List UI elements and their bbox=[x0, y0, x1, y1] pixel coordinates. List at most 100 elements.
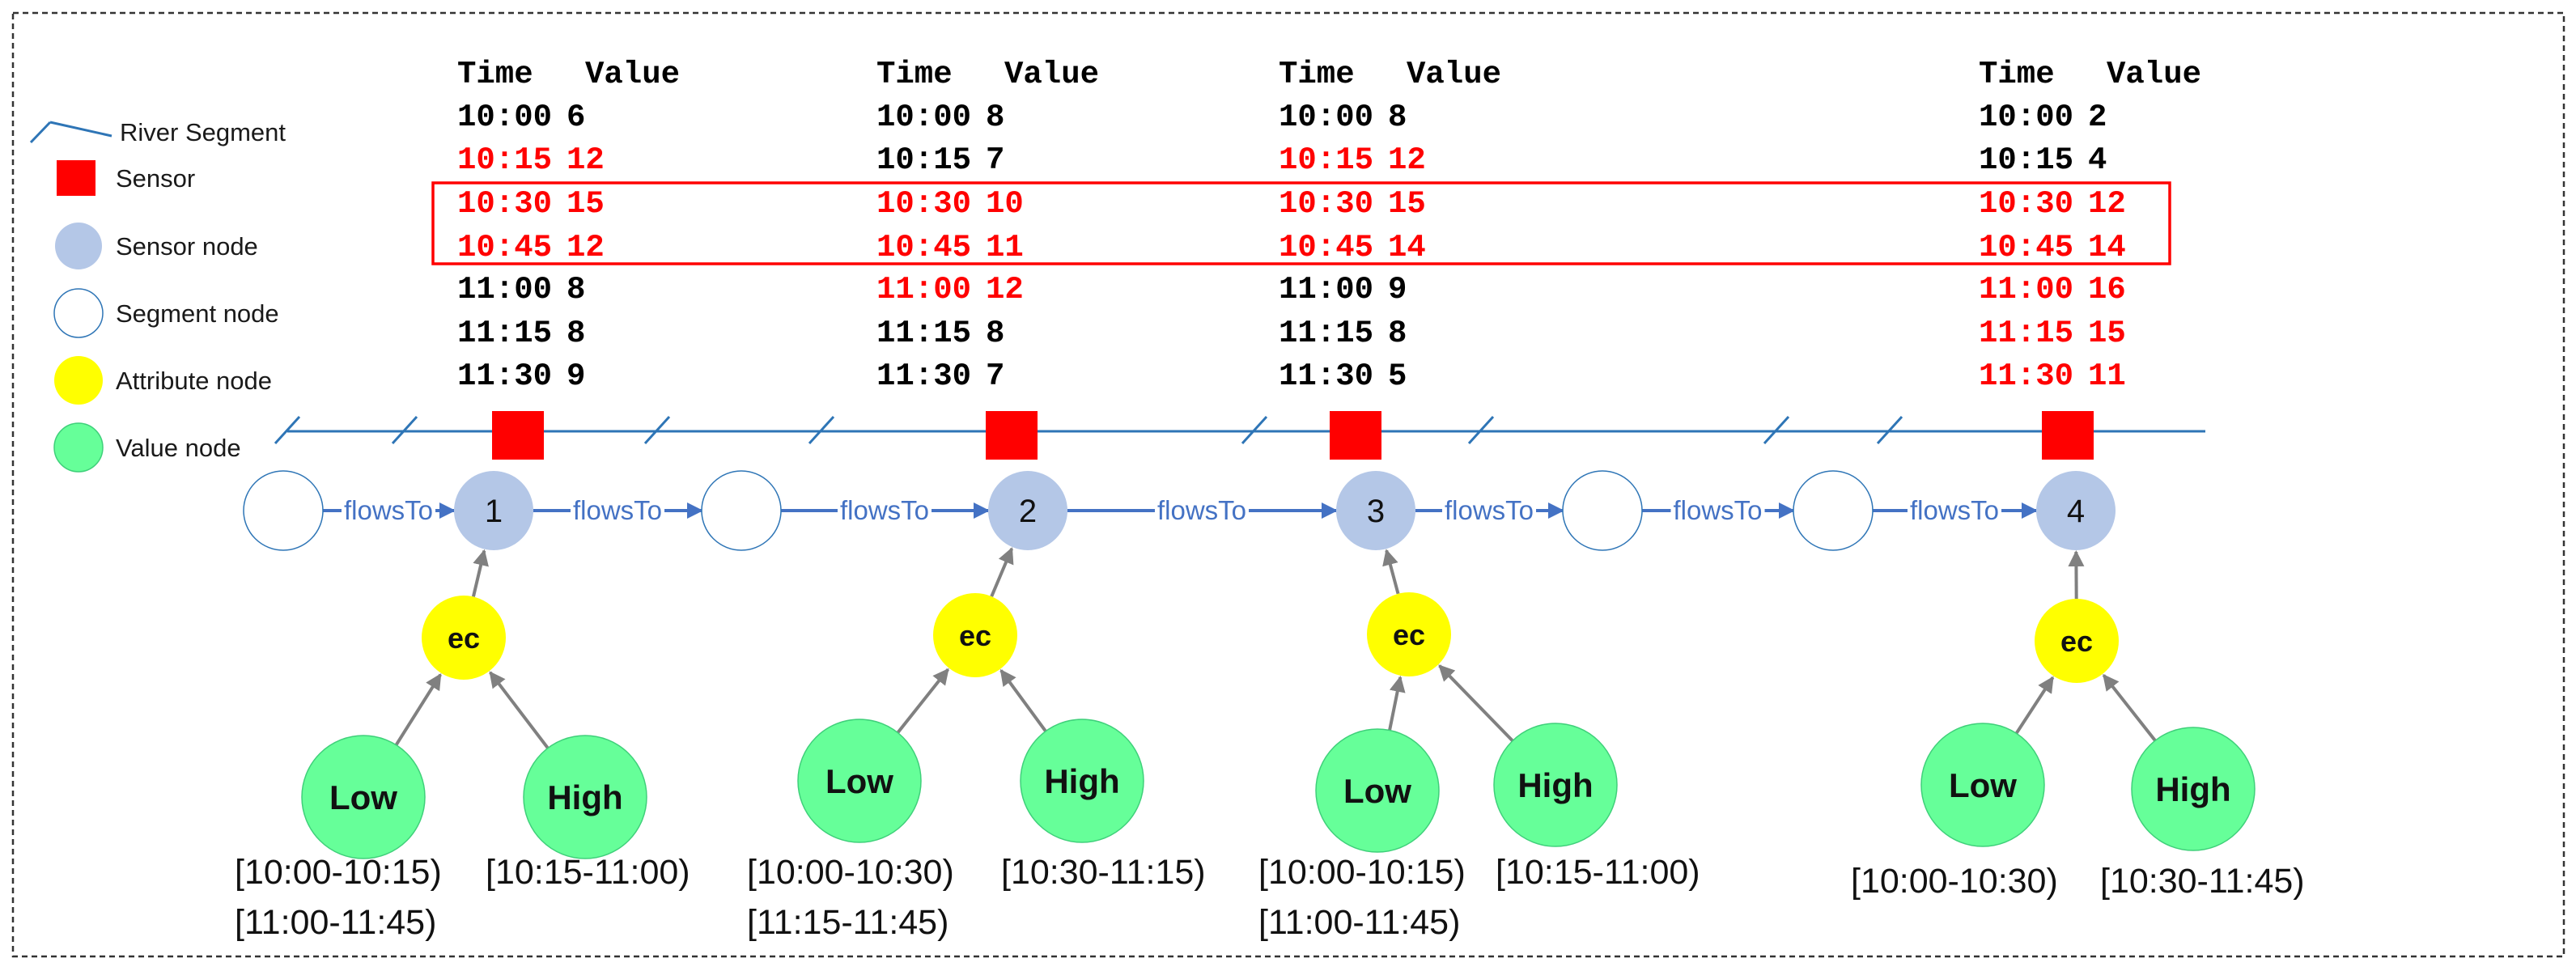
legend-label: Value node bbox=[116, 434, 241, 462]
table-cell-time: 11:00 bbox=[876, 272, 971, 307]
sensor-icon bbox=[57, 160, 95, 196]
low-range-label: [10:00-10:15) bbox=[235, 853, 442, 892]
attribute-node-icon bbox=[54, 356, 103, 405]
table-cell-value: 7 bbox=[986, 358, 1004, 394]
table-cell-time: 10:45 bbox=[876, 230, 971, 265]
table-cell-time: 10:45 bbox=[457, 230, 552, 265]
attribute-node-label: ec bbox=[959, 619, 991, 652]
table-cell-time: 10:15 bbox=[1979, 142, 2073, 178]
attribute-edge bbox=[999, 668, 1047, 732]
value-node-high bbox=[1020, 719, 1144, 843]
table-cell-value: 15 bbox=[2088, 316, 2126, 351]
value-node-high-label: High bbox=[1517, 766, 1593, 804]
sensor-marker bbox=[492, 411, 544, 460]
attribute-edge bbox=[1382, 549, 1400, 595]
high-range-label: [10:15-11:00) bbox=[1496, 853, 1700, 892]
table-cell-value: 12 bbox=[986, 272, 1024, 307]
table-header-value: Value bbox=[585, 57, 680, 92]
table-cell-value: 4 bbox=[2088, 142, 2107, 178]
value-node-low-label: Low bbox=[1343, 772, 1411, 810]
segment-boundary-tick bbox=[1763, 415, 1790, 445]
table-cell-time: 11:30 bbox=[1979, 358, 2073, 394]
low-range-label: [10:00-10:15) bbox=[1258, 853, 1466, 892]
table-cell-time: 11:15 bbox=[1979, 316, 2073, 351]
attribute-edge bbox=[471, 549, 489, 597]
table-cell-time: 11:00 bbox=[1979, 272, 2073, 307]
table-cell-time: 10:00 bbox=[876, 100, 971, 135]
flows-to-label: flowsTo bbox=[344, 495, 433, 525]
attribute-node bbox=[422, 596, 506, 680]
legend-label: Sensor node bbox=[116, 232, 258, 261]
table-cell-time: 10:30 bbox=[876, 186, 971, 222]
flows-to-label: flowsTo bbox=[573, 495, 662, 525]
table-header-time: Time bbox=[1979, 57, 2055, 92]
table-cell-value: 11 bbox=[986, 230, 1024, 265]
table-cell-value: 12 bbox=[567, 142, 605, 178]
segment-node-icon bbox=[53, 288, 104, 338]
river-layer bbox=[274, 411, 2205, 460]
table-header-value: Value bbox=[1004, 57, 1099, 92]
table-cell-value: 14 bbox=[1388, 230, 1426, 265]
flows-to-label: flowsTo bbox=[1673, 495, 1762, 525]
high-range-label: [10:30-11:45) bbox=[2100, 862, 2305, 901]
table-header-time: Time bbox=[876, 57, 953, 92]
table-cell-time: 10:45 bbox=[1979, 230, 2073, 265]
value-node-low-label: Low bbox=[329, 778, 397, 816]
attribute-edge bbox=[394, 673, 442, 746]
table-cell-time: 10:00 bbox=[1979, 100, 2073, 135]
sensor-marker bbox=[2042, 411, 2094, 460]
river-segment-icon bbox=[29, 121, 112, 144]
table-cell-value: 8 bbox=[1388, 316, 1407, 351]
segment-boundary-tick bbox=[274, 415, 301, 445]
table-header-value: Value bbox=[2107, 57, 2201, 92]
legend-label: Segment node bbox=[116, 299, 279, 328]
table-cell-value: 12 bbox=[1388, 142, 1426, 178]
segment-boundary-tick bbox=[391, 415, 418, 445]
table-cell-time: 10:00 bbox=[1279, 100, 1373, 135]
attribute-node-label: ec bbox=[448, 621, 480, 655]
segment-boundary-tick bbox=[1876, 415, 1903, 445]
attribute-edge bbox=[990, 547, 1014, 597]
high-range-label: [10:30-11:15) bbox=[1001, 853, 1206, 892]
table-cell-value: 7 bbox=[986, 142, 1004, 178]
value-node-low-label: Low bbox=[1949, 766, 2017, 804]
segment-boundary-tick bbox=[643, 415, 671, 445]
attribute-edge bbox=[2102, 673, 2157, 742]
value-node-high bbox=[2131, 727, 2256, 851]
table-cell-value: 10 bbox=[986, 186, 1024, 222]
value-node-high-label: High bbox=[2155, 770, 2230, 808]
segment-node bbox=[1562, 470, 1643, 551]
table-cell-time: 11:30 bbox=[876, 358, 971, 394]
table-header-time: Time bbox=[1279, 57, 1355, 92]
sensor-node-label: 3 bbox=[1367, 494, 1385, 529]
table-header-time: Time bbox=[457, 57, 533, 92]
range-labels: [10:00-10:15)[11:00-11:45)[10:15-11:00)[… bbox=[235, 853, 2305, 942]
sensor-node bbox=[2036, 471, 2116, 550]
flows-to-label: flowsTo bbox=[1157, 495, 1246, 525]
table-cell-time: 11:30 bbox=[457, 358, 552, 394]
table-cell-time: 11:30 bbox=[1279, 358, 1373, 394]
table-cell-value: 5 bbox=[1388, 358, 1407, 394]
table-cell-time: 11:15 bbox=[457, 316, 552, 351]
table-cell-time: 10:45 bbox=[1279, 230, 1373, 265]
sensor-node bbox=[1336, 471, 1415, 550]
legend-label: Sensor bbox=[116, 164, 195, 193]
flows-to-label: flowsTo bbox=[1910, 495, 1999, 525]
table-cell-value: 12 bbox=[567, 230, 605, 265]
low-range-label: [10:00-10:30) bbox=[1851, 862, 2058, 901]
sensor-node-label: 2 bbox=[1019, 494, 1037, 529]
value-node-low-label: Low bbox=[825, 762, 893, 800]
table-cell-time: 10:30 bbox=[1279, 186, 1373, 222]
table-cell-value: 8 bbox=[567, 316, 585, 351]
sensor-marker bbox=[986, 411, 1038, 460]
table-cell-value: 8 bbox=[1388, 100, 1407, 135]
sensor-node-label: 4 bbox=[2067, 494, 2085, 529]
segment-boundary-tick bbox=[1467, 415, 1495, 445]
table-cell-value: 8 bbox=[986, 100, 1004, 135]
segment-node bbox=[701, 470, 782, 551]
low-range-label: [11:15-11:45) bbox=[747, 903, 948, 942]
